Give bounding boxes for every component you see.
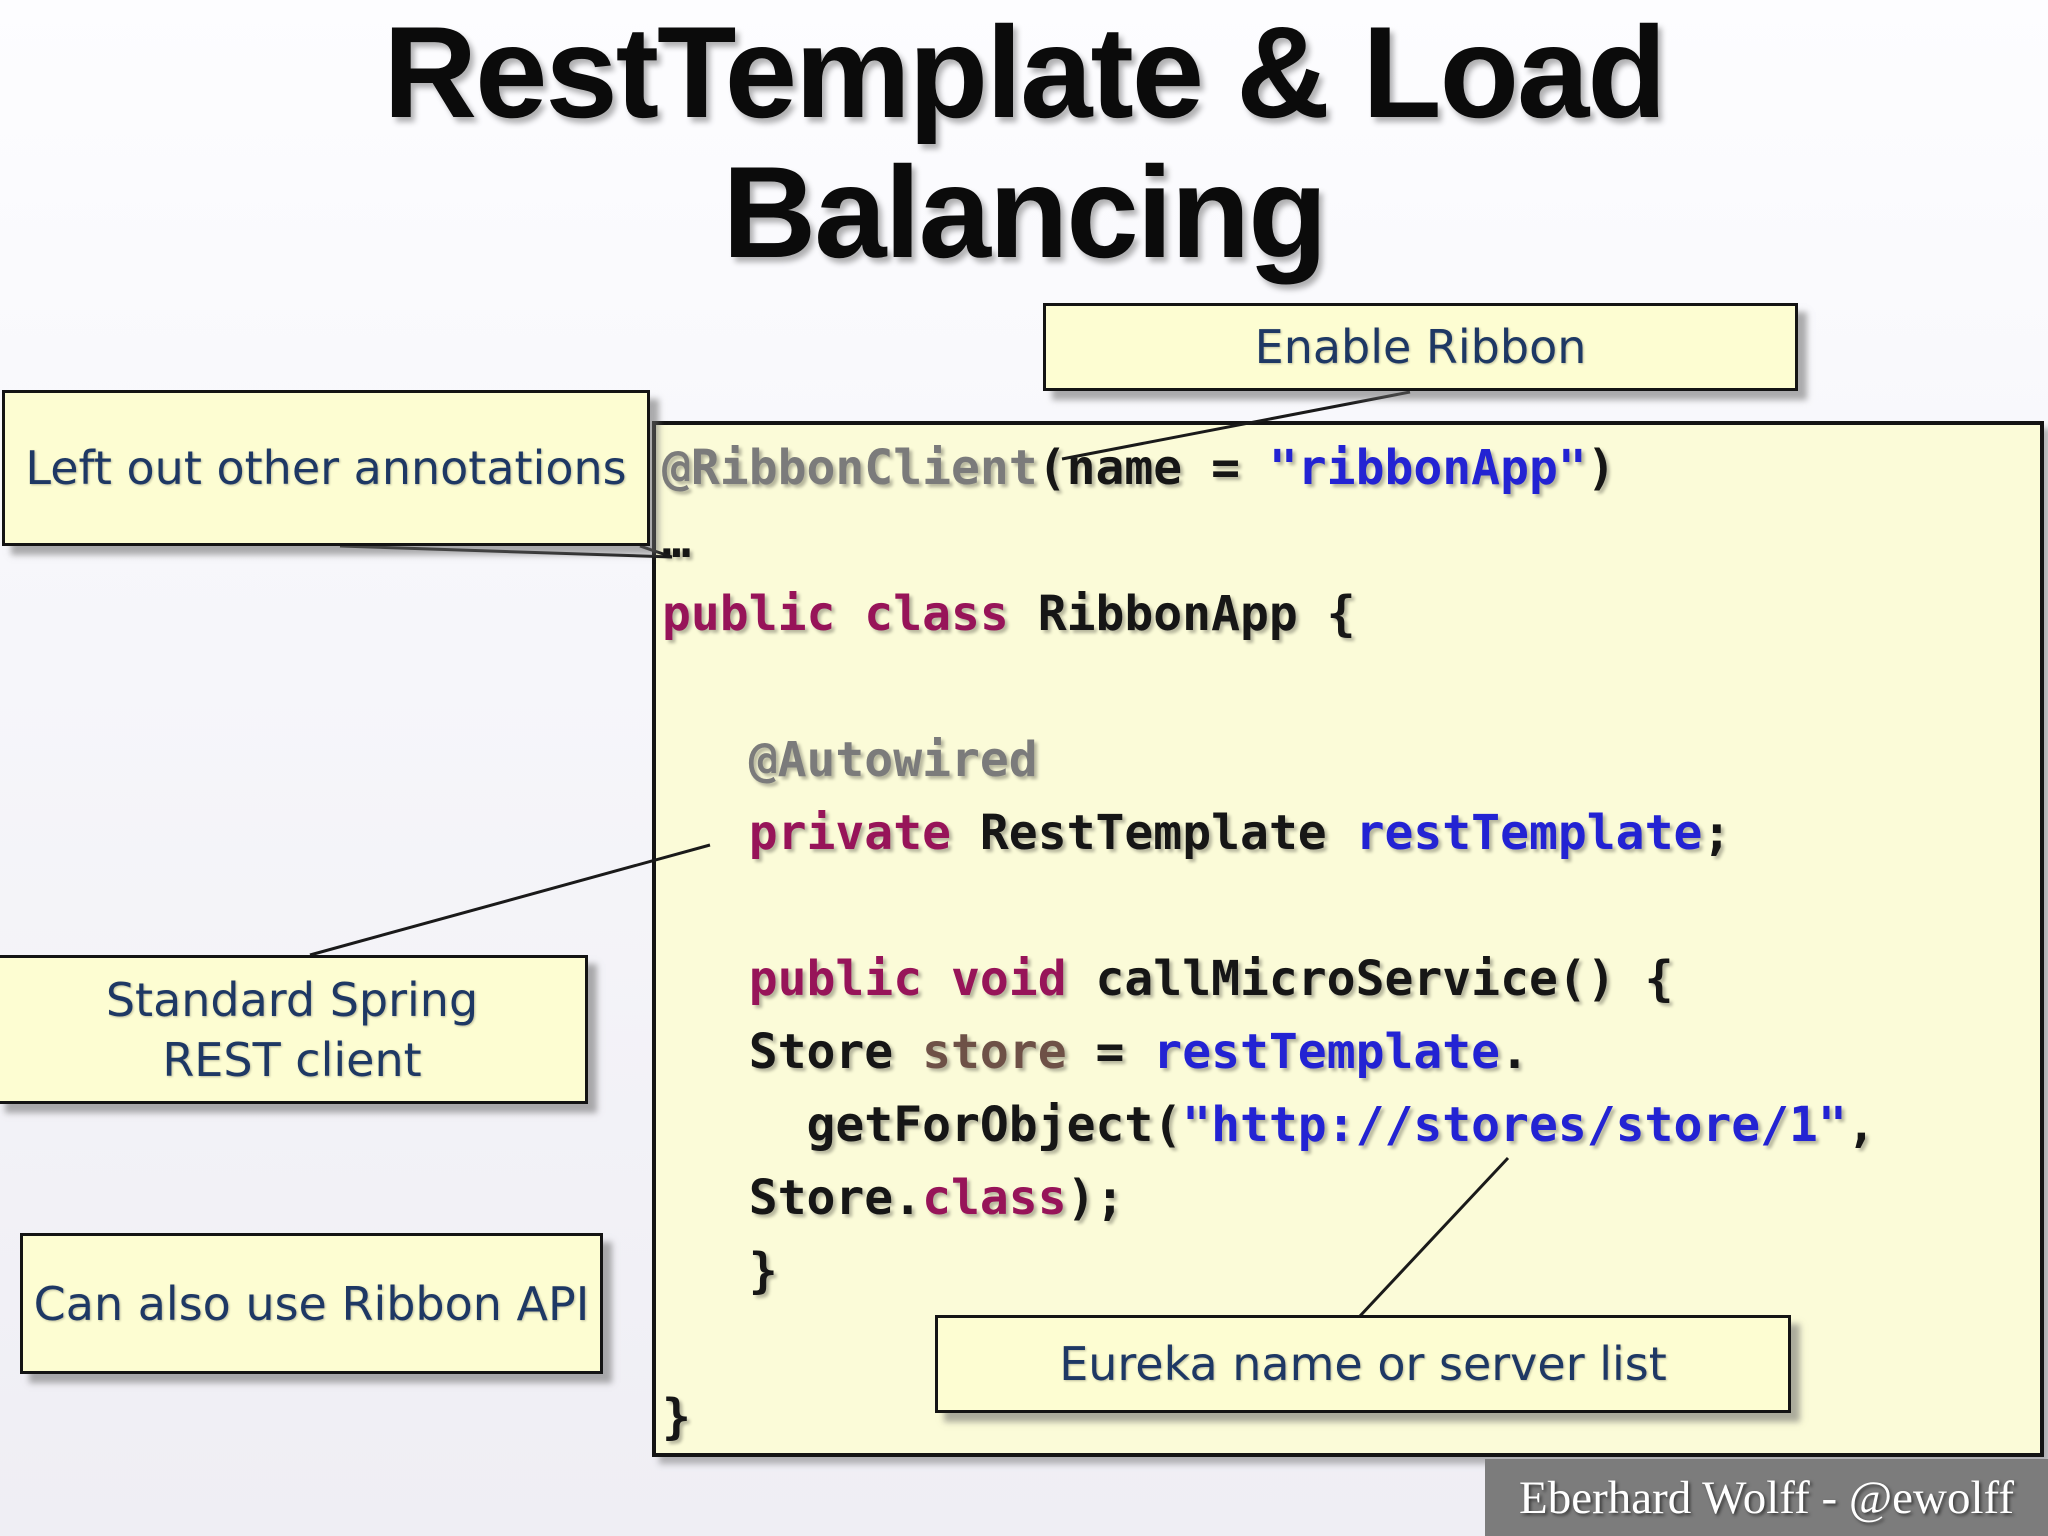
code-panel: @RibbonClient(name = "ribbonApp") … public… [652,421,2044,1457]
callout-enable-ribbon-label: Enable Ribbon [1254,320,1587,374]
code-line: … [662,513,691,569]
code-line: getForObject("http://stores/store/1", [662,1097,1876,1153]
code-line [662,651,2040,724]
callout-enable-ribbon: Enable Ribbon [1043,303,1798,391]
code-line: @RibbonClient(name = "ribbonApp") [662,440,1616,496]
callout-standard-spring-line2: REST client [162,1032,422,1087]
author-footer-text: Eberhard Wolff - @ewolff [1519,1471,2014,1524]
connector-line-standard-spring [309,843,711,957]
callout-standard-spring-line1: Standard Spring [105,972,479,1027]
callout-ribbon-api-label: Can also use Ribbon API [33,1276,590,1331]
code-line: } [662,1243,778,1299]
slide-title-line2: Balancing [722,139,1327,285]
callout-ribbon-api: Can also use Ribbon API [20,1233,603,1374]
author-footer: Eberhard Wolff - @ewolff [1485,1459,2048,1536]
code-line: @Autowired [748,732,1038,788]
callout-left-out-annotations: Left out other annotations [2,390,650,546]
code-line [662,870,2040,943]
code-line: public void callMicroService() { [748,951,1674,1007]
code-line: public class RibbonApp { [662,586,1356,642]
code-line: } [662,1389,691,1445]
callout-left-out-annotations-label: Left out other annotations [25,441,627,495]
callout-eureka-label: Eureka name or server list [1059,1337,1667,1391]
code-line: private RestTemplate restTemplate; [748,805,1732,861]
connector-line-left-out-a [339,544,673,559]
callout-standard-spring: Standard Spring REST client [0,955,588,1104]
code-line: Store.class); [662,1170,1125,1226]
code-block: @RibbonClient(name = "ribbonApp") … public… [662,432,2040,1454]
slide-title-line1: RestTemplate & Load [383,0,1667,145]
slide-title: RestTemplate & Load Balancing [0,2,2048,282]
code-line: Store store = restTemplate. [662,1024,1529,1080]
callout-eureka: Eureka name or server list [935,1315,1791,1413]
